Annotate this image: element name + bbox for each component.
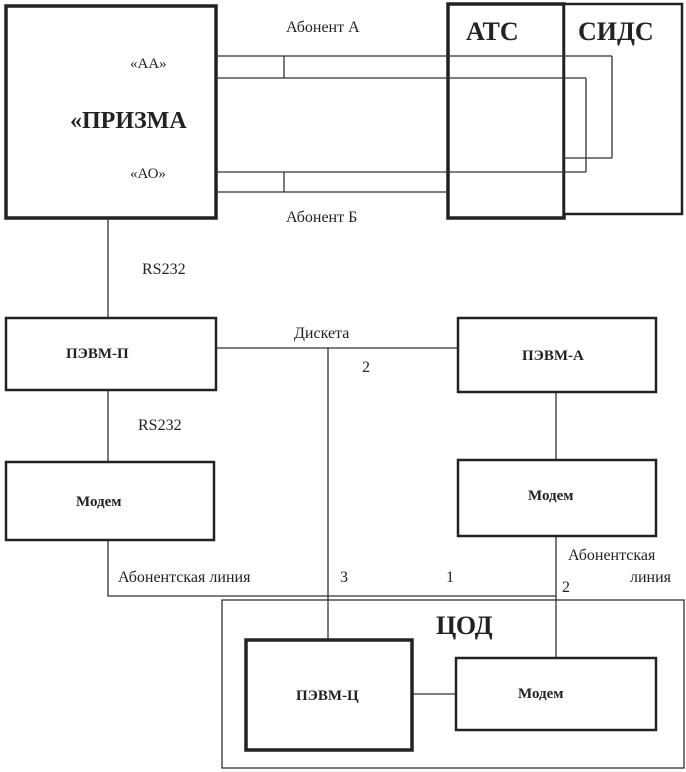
- modem-left-label: Модем: [76, 494, 122, 510]
- rs232-top-label: RS232: [142, 261, 186, 278]
- pevm-p-label: ПЭВМ-П: [66, 346, 129, 362]
- diskette-label: Дискета: [294, 325, 349, 342]
- number-1: 1: [446, 569, 454, 586]
- subscriber-line-right-label-1: Абонентская: [568, 547, 656, 564]
- subscriber-line-right-label-2: линия: [630, 569, 672, 586]
- pevm-c-box: [244, 638, 414, 752]
- subscriber-a-lines: [216, 55, 613, 172]
- number-2-right: 2: [562, 579, 570, 596]
- sids-box: [562, 2, 684, 216]
- ats-box: [446, 2, 566, 220]
- pevm-p-box: [4, 316, 218, 392]
- cod-label: ЦОД: [436, 611, 493, 640]
- pevm-a-label: ПЭВМ-А: [522, 348, 584, 364]
- port-aa-label: «АА»: [130, 56, 167, 72]
- pevm-c-label: ПЭВМ-Ц: [296, 688, 359, 704]
- ats-label: АТС: [466, 17, 519, 46]
- modem-cod-label: Модем: [518, 686, 564, 702]
- subscriber-b-lines: [216, 157, 612, 193]
- subscriber-line-left-label: Абонентская линия: [118, 569, 251, 586]
- modem-left-box: [4, 460, 216, 542]
- subscriber-b-label: Абонент Б: [286, 209, 357, 226]
- modem-cod-box: [454, 656, 658, 732]
- prizma-box: [4, 4, 218, 220]
- sids-label: СИДС: [578, 17, 654, 46]
- pevm-a-box: [456, 316, 658, 394]
- prizma-title: «ПРИЗМА: [70, 108, 187, 134]
- modem-right-label: Модем: [528, 488, 574, 504]
- modem-right-box: [456, 458, 658, 538]
- subscriber-a-label: Абонент А: [286, 19, 360, 36]
- rs232-bottom-label: RS232: [138, 417, 182, 434]
- subscriber-line-left: [107, 540, 556, 597]
- number-2-top: 2: [362, 359, 370, 376]
- number-3: 3: [340, 569, 348, 586]
- port-ao-label: «АО»: [130, 166, 166, 182]
